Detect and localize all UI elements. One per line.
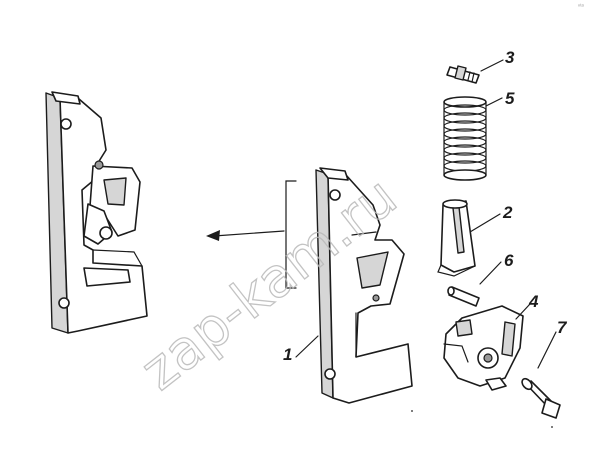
callout-3: 3 bbox=[505, 48, 515, 67]
callout-1: 1 bbox=[283, 345, 292, 364]
part-7-bolt bbox=[521, 377, 561, 419]
part-3-stud bbox=[446, 65, 480, 84]
part-1-body bbox=[315, 167, 413, 404]
callout-5: 5 bbox=[505, 89, 515, 108]
assembled-lock bbox=[45, 91, 148, 334]
part-4-latch bbox=[443, 305, 524, 391]
stray-dot bbox=[411, 410, 413, 412]
leader-lines bbox=[295, 59, 557, 369]
part-6-pin bbox=[447, 286, 480, 307]
assembly-arrow bbox=[206, 180, 297, 289]
stray-dot bbox=[551, 426, 553, 428]
part-5-spring bbox=[443, 96, 487, 181]
callout-7: 7 bbox=[557, 318, 568, 337]
part-2-plunger bbox=[437, 199, 476, 277]
callout-4: 4 bbox=[528, 292, 539, 311]
corner-mark: ⁿᵗᵃ bbox=[578, 3, 585, 10]
callout-6: 6 bbox=[504, 251, 514, 270]
callout-2: 2 bbox=[502, 203, 513, 222]
